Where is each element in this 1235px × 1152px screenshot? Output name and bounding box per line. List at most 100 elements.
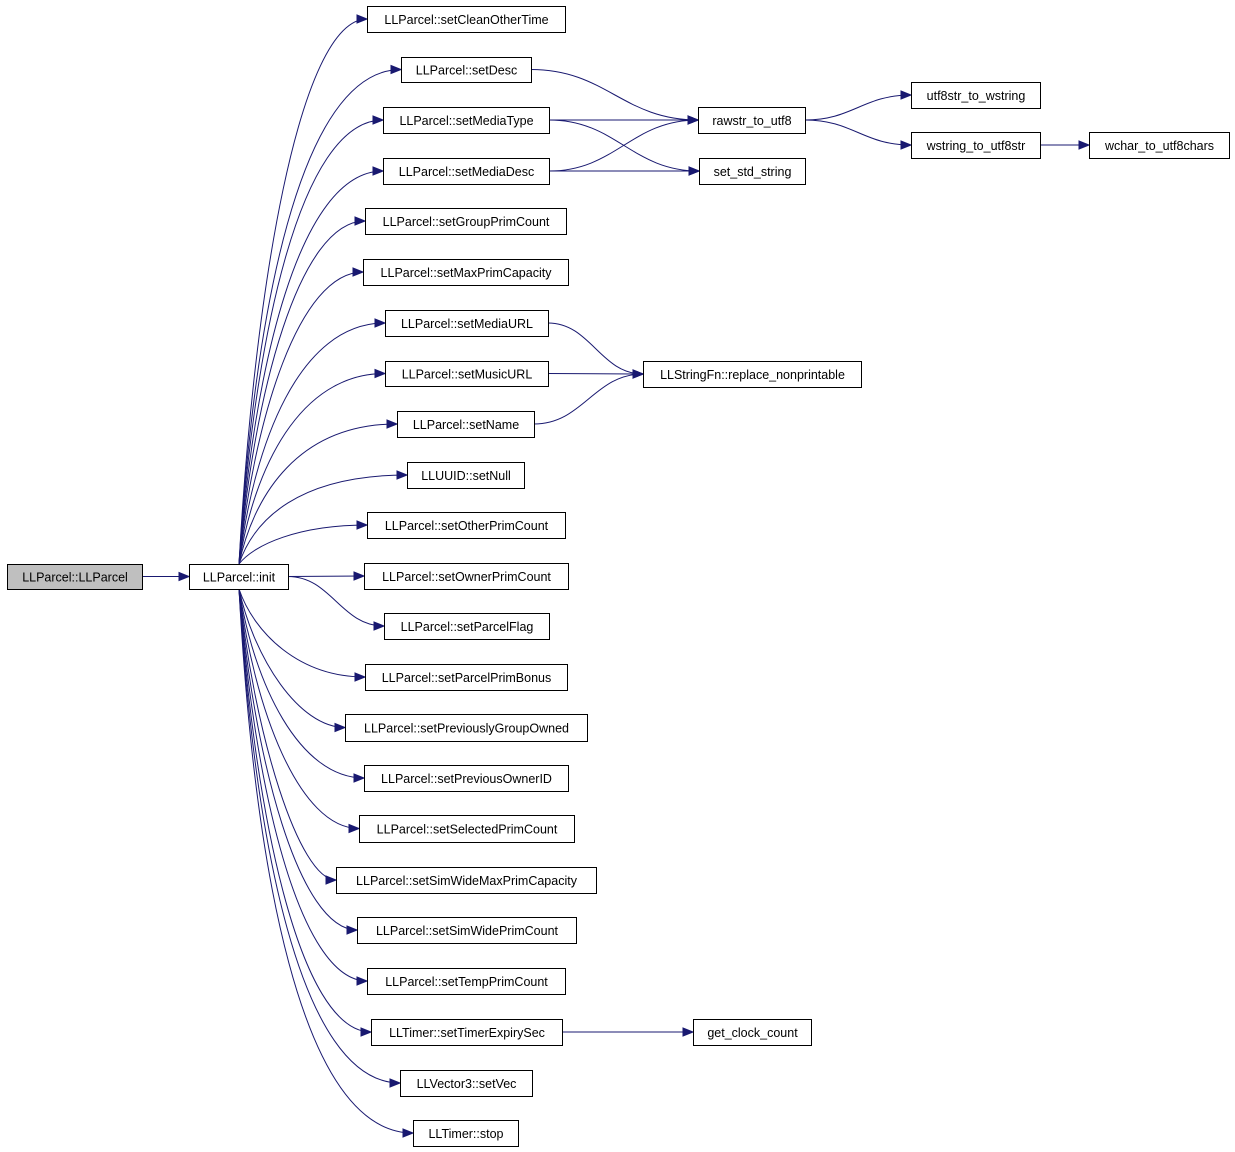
- edge-init-to-setSelectedPrimCount-arrowhead: [348, 823, 361, 834]
- node-box: [363, 259, 569, 286]
- edge-init-to-setParcelFlag: [287, 576, 385, 627]
- node-setTimerExpirySec[interactable]: LLTimer::setTimerExpirySec: [371, 1019, 563, 1046]
- node-label: LLParcel::setCleanOtherTime: [384, 13, 548, 27]
- node-label: get_clock_count: [707, 1026, 798, 1040]
- node-setNull[interactable]: LLUUID::setNull: [407, 462, 525, 489]
- node-setSelectedPrimCount[interactable]: LLParcel::setSelectedPrimCount: [359, 815, 575, 843]
- node-box: [364, 765, 569, 792]
- edge-wstring_to_utf8str-to-wchar_to_utf8chars-arrowhead: [1078, 140, 1091, 150]
- edge-init-to-setSimWidePrimCount: [238, 588, 358, 931]
- edge-rawstr_to_utf8-to-wstring_to_utf8str-arrowhead: [900, 140, 913, 150]
- edge-init-to-stop: [238, 588, 414, 1134]
- node-box: [385, 310, 549, 337]
- node-setMusicURL[interactable]: LLParcel::setMusicURL: [385, 361, 549, 387]
- edge-init-to-setSimWideMaxPrimCapacity-arrowhead: [325, 875, 338, 885]
- node-replace_nonprintable[interactable]: LLStringFn::replace_nonprintable: [643, 361, 862, 388]
- node-setMediaDesc[interactable]: LLParcel::setMediaDesc: [383, 158, 550, 185]
- edge-init-to-setMediaDesc-arrowhead: [372, 166, 385, 176]
- node-box: [407, 462, 525, 489]
- node-box: [336, 867, 597, 894]
- edge-init-to-setMaxPrimCapacity-arrowhead: [352, 267, 365, 277]
- edge-init-to-setMusicURL: [238, 373, 386, 565]
- edge-init-to-setGroupPrimCount: [238, 220, 366, 565]
- node-label: wstring_to_utf8str: [926, 139, 1026, 153]
- node-label: LLParcel::setTempPrimCount: [385, 975, 548, 989]
- node-setSimWideMaxPrimCapacity[interactable]: LLParcel::setSimWideMaxPrimCapacity: [336, 867, 597, 894]
- node-box: [911, 82, 1041, 109]
- node-root[interactable]: LLParcel::LLParcel: [7, 564, 143, 590]
- edge-init-to-setCleanOtherTime: [238, 18, 368, 565]
- edge-rawstr_to_utf8-to-utf8str_to_wstring-arrowhead: [900, 90, 913, 100]
- node-label: LLParcel::setMediaType: [399, 114, 533, 128]
- edge-init-to-setOwnerPrimCount: [287, 575, 365, 577]
- node-box: [345, 714, 588, 742]
- node-setGroupPrimCount[interactable]: LLParcel::setGroupPrimCount: [365, 208, 567, 235]
- node-box: [367, 6, 566, 33]
- node-box: [698, 107, 806, 134]
- node-setMediaType[interactable]: LLParcel::setMediaType: [383, 107, 550, 134]
- node-stop[interactable]: LLTimer::stop: [413, 1120, 519, 1147]
- edge-init-to-setSelectedPrimCount: [238, 588, 360, 829]
- node-init[interactable]: LLParcel::init: [189, 564, 289, 590]
- node-setMediaURL[interactable]: LLParcel::setMediaURL: [385, 310, 549, 337]
- node-setPreviouslyGroupOwned[interactable]: LLParcel::setPreviouslyGroupOwned: [345, 714, 588, 742]
- node-setPreviousOwnerID[interactable]: LLParcel::setPreviousOwnerID: [364, 765, 569, 792]
- edge-init-to-setPreviousOwnerID-arrowhead: [353, 773, 366, 783]
- node-box: [1089, 132, 1230, 159]
- node-label: LLParcel::setOtherPrimCount: [385, 519, 549, 533]
- edge-init-to-setMediaType: [238, 119, 384, 565]
- node-wchar_to_utf8chars[interactable]: wchar_to_utf8chars: [1089, 132, 1230, 159]
- node-rawstr_to_utf8[interactable]: rawstr_to_utf8: [698, 107, 806, 134]
- edge-init-to-setMediaDesc: [238, 170, 384, 565]
- edge-rawstr_to_utf8-to-wstring_to_utf8str: [804, 119, 912, 146]
- node-utf8str_to_wstring[interactable]: utf8str_to_wstring: [911, 82, 1041, 109]
- node-label: utf8str_to_wstring: [927, 89, 1026, 103]
- edge-init-to-setMusicURL-arrowhead: [374, 368, 387, 379]
- node-setVec[interactable]: LLVector3::setVec: [400, 1070, 533, 1097]
- edge-init-to-setSimWideMaxPrimCapacity: [238, 588, 337, 881]
- edge-root-to-init-arrowhead: [178, 571, 191, 582]
- edge-init-to-setVec-arrowhead: [389, 1078, 402, 1088]
- node-setSimWidePrimCount[interactable]: LLParcel::setSimWidePrimCount: [357, 917, 577, 944]
- node-label: LLParcel::setSimWidePrimCount: [376, 924, 559, 938]
- node-box: [367, 968, 566, 995]
- node-label: LLTimer::setTimerExpirySec: [389, 1026, 545, 1040]
- edge-init-to-setMaxPrimCapacity: [238, 271, 364, 565]
- node-box: [400, 1070, 533, 1097]
- node-box: [911, 132, 1041, 159]
- edge-setMediaDesc-to-set_std_string-arrowhead: [688, 166, 701, 176]
- node-box: [364, 563, 569, 590]
- edge-init-to-setOtherPrimCount: [238, 524, 368, 565]
- call-edges: [141, 14, 1091, 1138]
- node-label: LLParcel::setDesc: [416, 64, 517, 78]
- edge-init-to-stop-arrowhead: [402, 1128, 415, 1138]
- node-set_std_string[interactable]: set_std_string: [699, 158, 806, 185]
- node-label: LLParcel::setPreviousOwnerID: [381, 772, 552, 786]
- edge-init-to-setTimerExpirySec: [238, 588, 372, 1033]
- edge-init-to-setMediaURL: [238, 322, 386, 565]
- node-wstring_to_utf8str[interactable]: wstring_to_utf8str: [911, 132, 1041, 159]
- node-setDesc[interactable]: LLParcel::setDesc: [401, 57, 532, 83]
- node-setCleanOtherTime[interactable]: LLParcel::setCleanOtherTime: [367, 6, 566, 33]
- edge-setMediaDesc-to-rawstr_to_utf8: [548, 119, 699, 172]
- node-setMaxPrimCapacity[interactable]: LLParcel::setMaxPrimCapacity: [363, 259, 569, 286]
- node-setOwnerPrimCount[interactable]: LLParcel::setOwnerPrimCount: [364, 563, 569, 590]
- edge-init-to-setMediaType-arrowhead: [372, 115, 385, 125]
- node-label: set_std_string: [714, 165, 792, 179]
- node-setName[interactable]: LLParcel::setName: [397, 411, 535, 438]
- node-get_clock_count[interactable]: get_clock_count: [693, 1019, 812, 1046]
- node-box: [699, 158, 806, 185]
- node-label: LLParcel::setOwnerPrimCount: [382, 570, 551, 584]
- edge-init-to-setNull-arrowhead: [396, 470, 409, 480]
- node-setParcelFlag[interactable]: LLParcel::setParcelFlag: [384, 613, 550, 640]
- node-box: [359, 815, 575, 843]
- edge-init-to-setPreviouslyGroupOwned: [238, 588, 346, 728]
- node-box: [367, 512, 566, 539]
- node-label: LLParcel::init: [203, 571, 276, 585]
- edge-init-to-setNull: [238, 474, 408, 565]
- node-setTempPrimCount[interactable]: LLParcel::setTempPrimCount: [367, 968, 566, 995]
- node-setOtherPrimCount[interactable]: LLParcel::setOtherPrimCount: [367, 512, 566, 539]
- node-label: LLParcel::setMusicURL: [402, 368, 533, 382]
- node-setParcelPrimBonus[interactable]: LLParcel::setParcelPrimBonus: [365, 664, 568, 691]
